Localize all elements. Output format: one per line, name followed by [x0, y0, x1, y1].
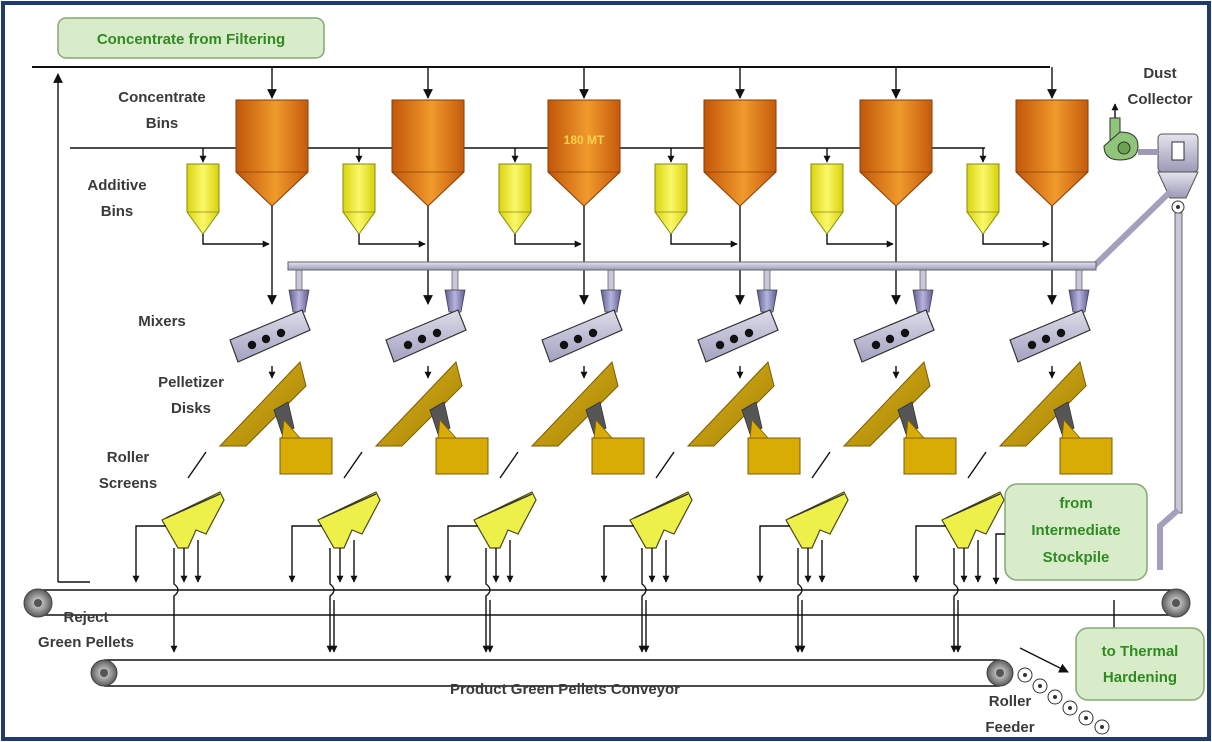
concentrate-bins-label-1: Concentrate: [118, 89, 206, 106]
pelletizer-disk: [842, 360, 931, 447]
process-unit-4: [600, 67, 806, 653]
from-stockpile-label-1: from: [1059, 495, 1092, 512]
to-thermal-label-2: Hardening: [1103, 669, 1177, 686]
from-stockpile-box: from Intermediate Stockpile: [992, 483, 1148, 585]
mixer-hopper: [1068, 289, 1090, 313]
mixer-hopper: [288, 289, 310, 313]
process-units: 180 MT: [132, 67, 1118, 653]
roller-feeder-label-1: Roller: [989, 693, 1032, 710]
from-stockpile-label-3: Stockpile: [1043, 549, 1110, 566]
mixer: [541, 309, 623, 363]
roller-screen: [473, 491, 537, 549]
process-unit-1: [132, 67, 338, 653]
pelletizer-disk: [218, 360, 307, 447]
pelletizer-drive: [903, 437, 957, 475]
process-unit-3: 180 MT: [444, 67, 650, 653]
additive-bin: [810, 163, 844, 235]
product-conveyor-label: Product Green Pellets Conveyor: [450, 681, 680, 698]
process-unit-2: [288, 67, 494, 653]
mixer-hopper: [756, 289, 778, 313]
to-thermal-label-1: to Thermal: [1102, 643, 1179, 660]
roller-feeder: [1017, 647, 1110, 735]
mixer: [1009, 309, 1091, 363]
concentrate-from-filtering-box: Concentrate from Filtering: [57, 17, 325, 59]
mixer: [697, 309, 779, 363]
process-unit-5: [756, 67, 962, 653]
roller-screens-label-1: Roller: [107, 449, 150, 466]
mixers-label: Mixers: [138, 313, 186, 330]
additive-bin: [654, 163, 688, 235]
pelletizer-disk: [530, 360, 619, 447]
concentrate-bins-label-2: Bins: [146, 115, 179, 132]
additive-bin: [186, 163, 220, 235]
pelletizer-drive: [435, 437, 489, 475]
mixer: [229, 309, 311, 363]
roller-screens-label-2: Screens: [99, 475, 157, 492]
roller-screen: [941, 491, 1005, 549]
mixer-hopper: [912, 289, 934, 313]
additive-bins-label-1: Additive: [87, 177, 146, 194]
pelletizer-disk: [374, 360, 463, 447]
mixer: [853, 309, 935, 363]
concentrate-bin: [547, 99, 621, 207]
concentrate-bin: [859, 99, 933, 207]
roller-feeder-label-2: Feeder: [985, 719, 1034, 736]
dust-collector: [1091, 103, 1199, 570]
to-thermal-hardening-box: to Thermal Hardening: [1075, 627, 1205, 701]
reject-conveyor: [23, 588, 1191, 618]
additive-bins-label-2: Bins: [101, 203, 134, 220]
concentrate-bin: [235, 99, 309, 207]
reject-green-pellets-label-2: Green Pellets: [38, 634, 134, 651]
concentrate-bin: [1015, 99, 1089, 207]
additive-bin: [342, 163, 376, 235]
pelletizer-disk: [686, 360, 775, 447]
bin-capacity-label: 180 MT: [564, 133, 605, 147]
pelletizer-disks-label-2: Disks: [171, 400, 211, 417]
mixer: [385, 309, 467, 363]
product-conveyor: [90, 659, 1014, 687]
additive-bin: [966, 163, 1000, 235]
roller-screen: [629, 491, 693, 549]
flow-lines: [32, 66, 1050, 583]
roller-screen: [785, 491, 849, 549]
mixer-hopper: [444, 289, 466, 313]
concentrate-bin: [703, 99, 777, 207]
from-stockpile-label-2: Intermediate: [1031, 522, 1120, 539]
pelletizer-disk: [998, 360, 1087, 447]
roller-screen: [317, 491, 381, 549]
mixer-hopper: [600, 289, 622, 313]
pelletizer-disks-label-1: Pelletizer: [158, 374, 224, 391]
additive-bin: [498, 163, 532, 235]
concentrate-from-filtering-label: Concentrate from Filtering: [97, 31, 285, 48]
concentrate-bin: [391, 99, 465, 207]
dust-duct-header: [287, 261, 1097, 271]
pelletizer-drive: [747, 437, 801, 475]
reject-green-pellets-label-1: Reject: [63, 609, 108, 626]
dust-collector-label-2: Collector: [1127, 91, 1192, 108]
pelletizer-drive: [1059, 437, 1113, 475]
roller-screen: [161, 491, 225, 549]
pelletizer-drive: [591, 437, 645, 475]
dust-collector-label-1: Dust: [1143, 65, 1176, 82]
process-unit-6: [912, 67, 1118, 653]
pelletizer-drive: [279, 437, 333, 475]
